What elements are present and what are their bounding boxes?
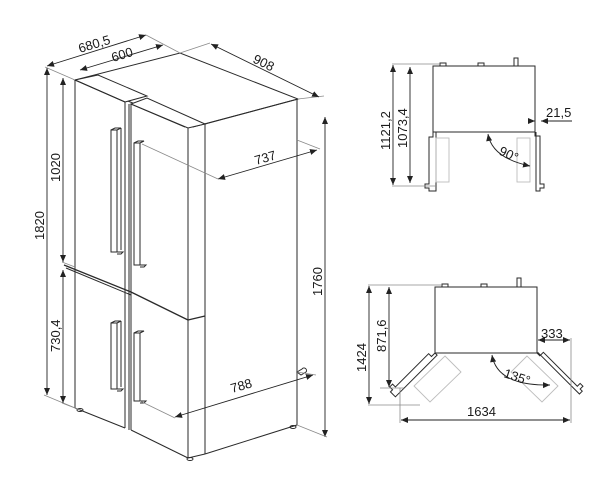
- dim-135-total-width: 1634: [467, 404, 496, 419]
- dim-total-height: 1820: [32, 211, 47, 240]
- dim-135-depth-total: 1424: [354, 343, 369, 372]
- upper-right-handle: [133, 140, 148, 268]
- dim-90-depth-inner: 1073,4: [395, 108, 410, 148]
- dim-135-side-projection: 333: [541, 326, 563, 341]
- lower-right-handle: [133, 330, 148, 404]
- dim-90-hinge-offset: 21,5: [546, 105, 571, 120]
- dim-width: 908: [251, 51, 277, 74]
- dim-body-height: 1760: [310, 267, 325, 296]
- top-view-135-degrees: 135° 1424 871,6 333 1634: [354, 277, 584, 423]
- lower-left-handle: [110, 320, 125, 392]
- upper-left-handle: [110, 127, 125, 255]
- dim-upper-door-height: 1020: [48, 153, 63, 182]
- dim-depth-body: 600: [109, 44, 134, 65]
- dim-open-clearance-top: 737: [253, 147, 278, 167]
- dim-90-depth-total: 1121,2: [378, 111, 393, 150]
- dim-lower-door-height: 730,4: [48, 319, 63, 352]
- isometric-fridge-view: [63, 52, 307, 461]
- dim-depth-with-handles: 680,5: [76, 32, 112, 56]
- door-angle-135-label: 135°: [502, 366, 532, 389]
- isometric-dimensions: 680,5 600 908 737 788 1820 1020 730,4: [32, 32, 328, 438]
- top-view-90-degrees: 90° 1121,2 1073,4 21,5: [378, 57, 572, 192]
- dim-open-clearance-bottom: 788: [229, 375, 254, 395]
- dim-135-depth-inner: 871,6: [374, 319, 389, 352]
